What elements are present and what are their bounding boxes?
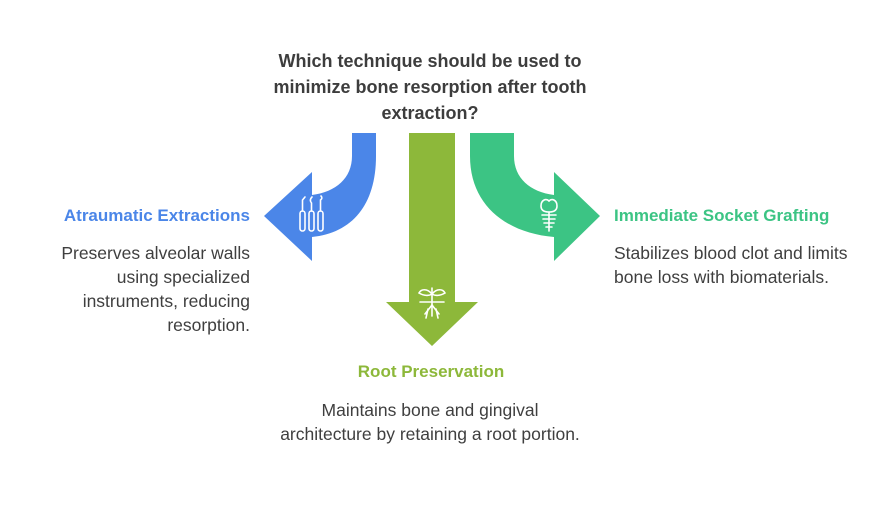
dental-implant-icon	[540, 198, 558, 232]
sprout-roots-icon	[417, 287, 447, 319]
left-arrow	[264, 133, 376, 261]
option-title-root-preservation: Root Preservation	[357, 362, 505, 381]
option-description-root-preservation: Maintains bone and gingival architecture…	[280, 400, 580, 444]
option-title-atraumatic-extractions: Atraumatic Extractions	[63, 206, 250, 225]
center-arrow	[386, 133, 478, 346]
question-title: Which technique should be used to minimi…	[273, 51, 587, 123]
option-title-immediate-socket-grafting: Immediate Socket Grafting	[614, 206, 830, 225]
option-description-atraumatic-extractions: Preserves alveolar walls using specializ…	[61, 243, 250, 335]
option-description-immediate-socket-grafting: Stabilizes blood clot and limits bone lo…	[614, 243, 848, 287]
dental-instruments-icon	[299, 195, 324, 232]
right-arrow	[470, 133, 600, 261]
